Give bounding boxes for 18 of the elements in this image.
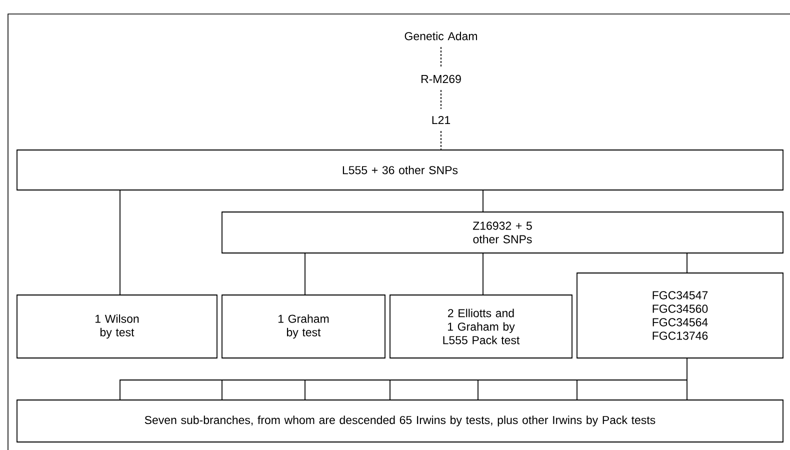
connector (482, 190, 484, 212)
connector (440, 90, 442, 110)
branch-box: Z16932 + 5 other SNPs (222, 212, 784, 254)
branch-box: Seven sub-branches, from whom are descended 65 Irwins by tests, plus other Irwins by Pack tests (16, 400, 784, 442)
branch-box: FGC34547 FGC34560 FGC34564 FGC13746 (576, 272, 784, 358)
branch-box: 2 Elliotts and 1 Graham by L555 Pack test (390, 294, 572, 358)
node-label: R-M269 (422, 74, 461, 84)
connector (440, 46, 442, 68)
connector (686, 252, 688, 274)
connector (304, 252, 306, 296)
node-label: L21 (432, 116, 450, 124)
branch-box: L555 + 36 other SNPs (16, 150, 784, 190)
connector (440, 130, 442, 150)
branch-box: 1 Wilson by test (16, 294, 218, 358)
connector (686, 358, 688, 400)
branch-box: 1 Graham by test (222, 294, 386, 358)
connector (482, 252, 484, 296)
node-label: Genetic Adam (404, 32, 477, 40)
